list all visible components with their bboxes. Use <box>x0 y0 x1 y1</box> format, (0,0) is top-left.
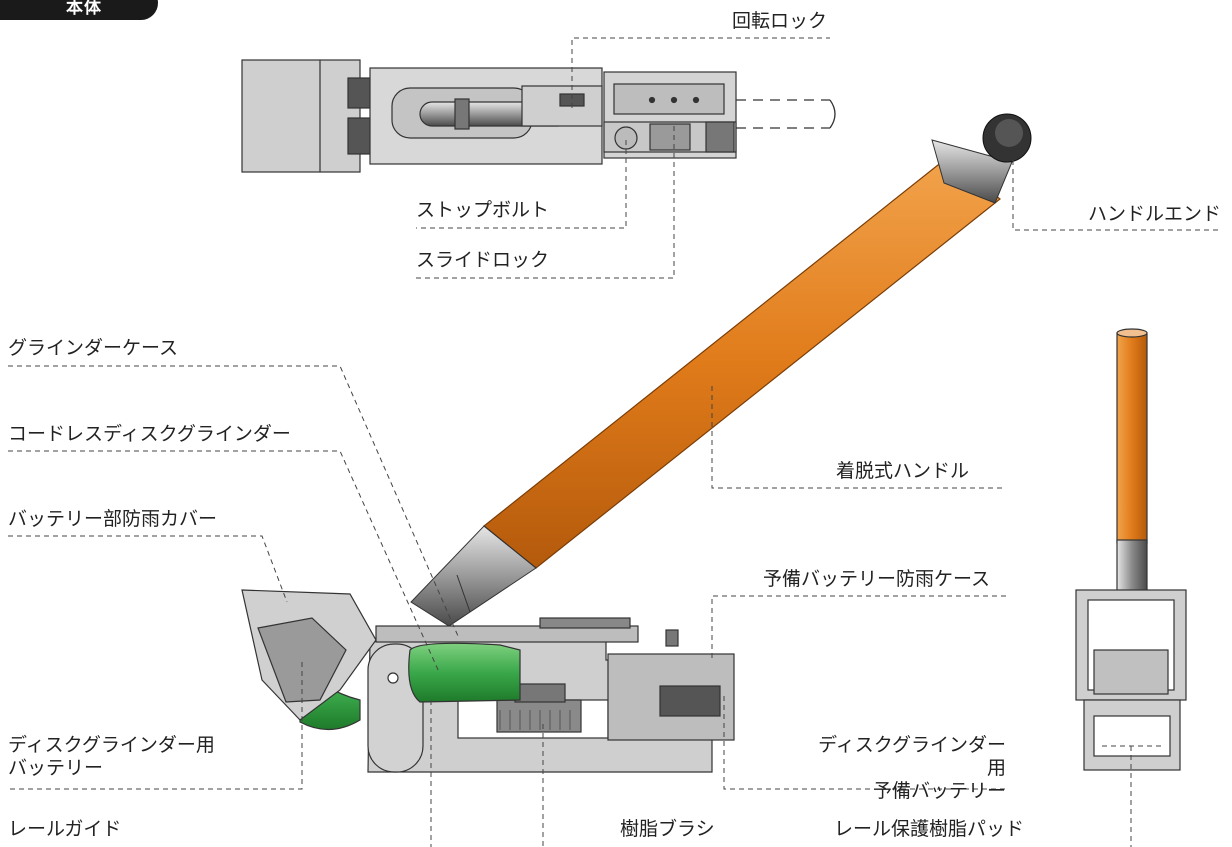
label-cordless-grinder: コードレスディスクグラインダー <box>8 423 291 445</box>
label-spare-grinder-battery: ディスクグラインダー用 予備バッテリー <box>818 734 1006 802</box>
label-rail-protect-pad: レール保護樹脂パッド <box>834 818 1025 840</box>
section-tag: 本体 <box>0 0 158 20</box>
top-view <box>241 59 737 173</box>
label-slide-lock: スライドロック <box>416 249 550 271</box>
label-resin-brush: 樹脂ブラシ <box>620 818 715 840</box>
top-view-handle-cut <box>829 99 836 129</box>
top-view-handle-dash <box>736 99 830 129</box>
label-spare-battery-case: 予備バッテリー防雨ケース <box>763 568 991 590</box>
label-rotation-lock: 回転ロック <box>732 10 828 32</box>
main-body <box>241 589 735 773</box>
label-stop-bolt: ストップボルト <box>416 199 550 221</box>
front-view <box>1075 328 1187 771</box>
label-detachable-handle: 着脱式ハンドル <box>836 460 970 482</box>
label-grinder-case: グラインダーケース <box>8 337 179 359</box>
label-grinder-battery: ディスクグラインダー用 バッテリー <box>8 734 215 779</box>
label-rail-guide: レールガイド <box>8 818 122 840</box>
handle-end-knob <box>982 113 1032 163</box>
leader-lines <box>8 37 1222 847</box>
label-handle-end: ハンドルエンド <box>1088 203 1222 225</box>
label-battery-rain-cover: バッテリー部防雨カバー <box>8 508 218 530</box>
